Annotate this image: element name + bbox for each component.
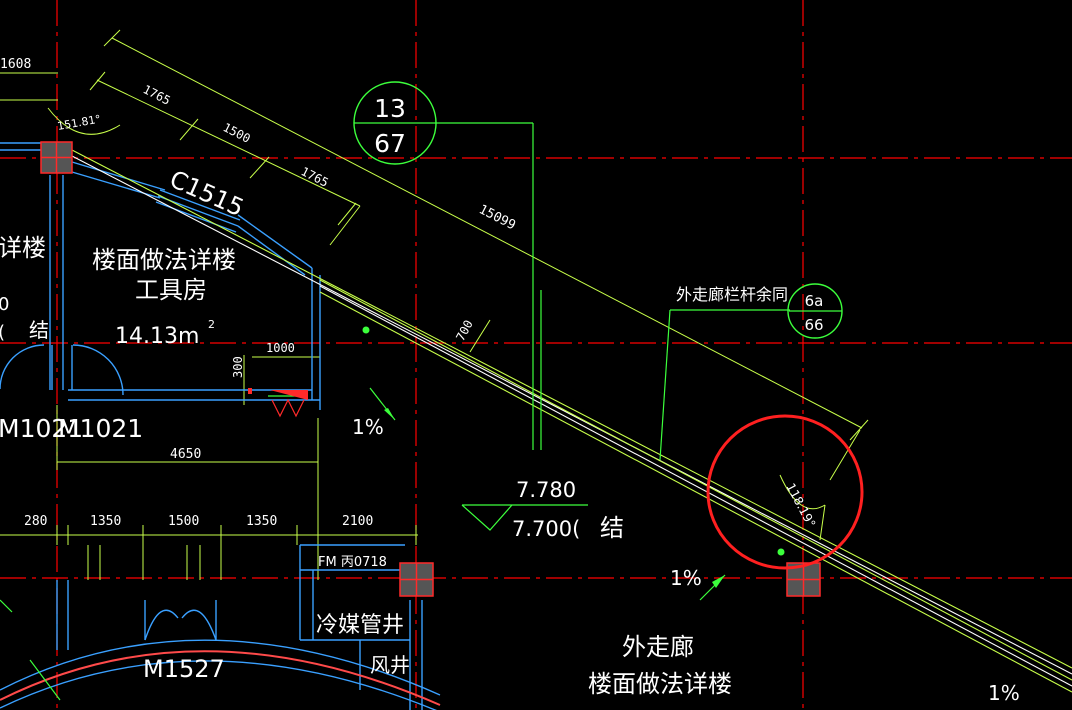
room-floor-label: 楼面做法详楼 bbox=[92, 246, 236, 274]
room-area: 14.13m bbox=[115, 324, 199, 349]
highlight-circle bbox=[706, 414, 864, 570]
elevation-top: 7.780 bbox=[516, 478, 576, 502]
dim-280: 280 bbox=[24, 514, 47, 529]
left-edge-text-3: 0 bbox=[0, 294, 9, 315]
dim-1350-b: 1350 bbox=[246, 514, 277, 529]
elevation-bottom: 7.700( bbox=[512, 517, 580, 541]
dim-1350-a: 1350 bbox=[90, 514, 121, 529]
corridor-edge bbox=[71, 149, 1072, 693]
floor-drain-1 bbox=[362, 326, 370, 334]
corridor-name: 外走廊 bbox=[622, 633, 694, 661]
room-area-sup: 2 bbox=[208, 318, 215, 331]
columns bbox=[40, 141, 821, 597]
dim-700: 700 bbox=[453, 318, 476, 344]
hydrant-symbol bbox=[248, 388, 308, 418]
angle-118: 118.19° bbox=[783, 481, 818, 530]
railing-note: 外走廊栏杆余同 bbox=[676, 285, 788, 304]
slope-label-1: 1% bbox=[352, 415, 384, 439]
slope-label-3: 1% bbox=[988, 681, 1020, 705]
detail-bubble-13-67: 13 67 bbox=[353, 81, 437, 165]
slope-label-2: 1% bbox=[670, 566, 702, 590]
bubble-2-bottom: 66 bbox=[804, 316, 823, 334]
door-label-bottom: M1527 bbox=[143, 655, 225, 683]
column-2 bbox=[399, 562, 434, 597]
left-edge-text-2: 结 bbox=[29, 318, 49, 342]
shaft-label: 冷媒管井 bbox=[316, 613, 404, 638]
dim-300: 300 bbox=[231, 356, 245, 378]
room-name-label: 工具房 bbox=[135, 276, 207, 304]
texts: 1608 1765 1500 1765 15099 700 1000 300 4… bbox=[0, 57, 1020, 705]
column-1 bbox=[40, 141, 73, 174]
left-edge-text-4: ( bbox=[0, 322, 5, 343]
dim-4650: 4650 bbox=[170, 447, 201, 462]
angle-arc-2 bbox=[779, 474, 826, 510]
bubble-1-top: 13 bbox=[374, 94, 406, 123]
slope-arrow-1 bbox=[384, 408, 395, 420]
dim-1000: 1000 bbox=[266, 341, 295, 355]
angle-leg-2 bbox=[819, 504, 826, 541]
curved-wall bbox=[0, 639, 441, 710]
leaders bbox=[0, 122, 790, 701]
dim-2100: 2100 bbox=[342, 514, 373, 529]
angle-arc-1 bbox=[47, 107, 121, 135]
fm-door-label: FM 丙0718 bbox=[318, 555, 387, 570]
door-label-left-2: M1021 bbox=[58, 414, 143, 443]
angle-151: 151.81° bbox=[56, 113, 102, 133]
slope-arrow-2 bbox=[712, 575, 725, 588]
bubble-1-bottom: 67 bbox=[374, 129, 406, 158]
dim-15099: 15099 bbox=[476, 202, 518, 233]
structure-mark: 结 bbox=[600, 514, 624, 542]
left-edge-text-1: 详楼 bbox=[0, 234, 46, 262]
wind-well-label: 风井 bbox=[370, 653, 410, 677]
dim-1765-b: 1765 bbox=[299, 164, 331, 190]
bubble-2-top: 6a bbox=[805, 292, 824, 310]
dimension-lines bbox=[0, 29, 869, 580]
corridor-floor-label: 楼面做法详楼 bbox=[588, 670, 732, 698]
dim-1500-b: 1500 bbox=[168, 514, 199, 529]
dim-1608: 1608 bbox=[0, 57, 31, 72]
dim-1765-a: 1765 bbox=[141, 82, 173, 108]
floor-drain-2 bbox=[777, 548, 785, 556]
door-label-left: M1021 bbox=[0, 414, 83, 443]
detail-bubble-6a-66: 6a 66 bbox=[787, 283, 843, 339]
